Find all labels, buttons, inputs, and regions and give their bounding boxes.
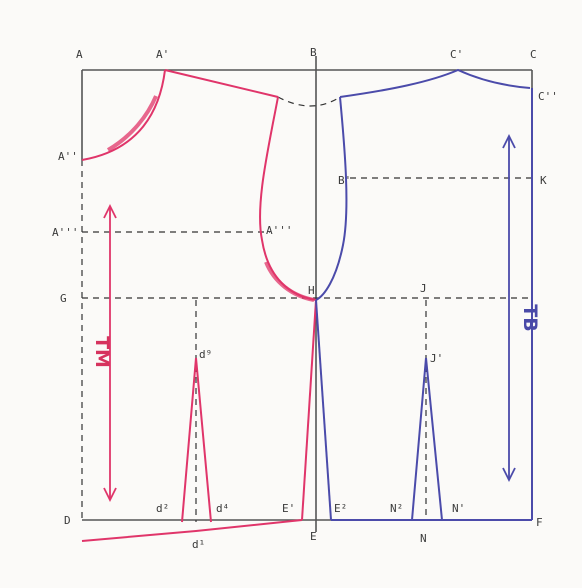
front-side-seam — [301, 299, 317, 521]
label-f: F — [536, 516, 543, 529]
label-d4: d⁴ — [216, 502, 229, 515]
front-shoulder — [164, 69, 279, 98]
point-labels: A A' B C' C C'' A'' B' K A''' A''' G H J… — [52, 46, 558, 551]
front-shading — [106, 95, 315, 302]
label-e1: E' — [282, 502, 295, 515]
front-armhole-shading — [264, 261, 315, 302]
label-n1: N' — [452, 502, 465, 515]
label-c1: C' — [450, 48, 463, 61]
label-a3: A''' — [52, 226, 79, 239]
label-n2: N² — [390, 502, 403, 515]
label-j1: J' — [430, 352, 443, 365]
back-piece — [315, 68, 533, 521]
label-a1: A' — [156, 48, 169, 61]
label-d: D — [64, 514, 71, 527]
label-c2: C'' — [538, 90, 558, 103]
label-a4: A''' — [266, 224, 293, 237]
label-d1: d¹ — [192, 538, 205, 551]
label-d9: d⁹ — [199, 348, 212, 361]
label-n: N — [420, 532, 427, 545]
front-neck-shading — [106, 95, 158, 152]
label-e2: E² — [334, 502, 347, 515]
label-g: G — [60, 292, 67, 305]
front-hem — [81, 519, 303, 542]
frame-lines — [81, 56, 533, 532]
tm-arrow-head-bottom — [103, 487, 117, 503]
label-tb: TB — [519, 304, 541, 331]
label-a: A — [76, 48, 83, 61]
label-j: J — [420, 282, 427, 295]
tb-arrow — [502, 133, 516, 483]
tm-arrow-head-top — [103, 203, 117, 219]
tb-arrow-head-top — [502, 133, 516, 149]
tb-arrow-head-bottom — [502, 467, 516, 483]
label-c: C — [530, 48, 537, 61]
back-shoulder — [339, 68, 531, 98]
dashed-guides — [81, 96, 532, 522]
front-piece — [81, 69, 317, 542]
front-neck-curve — [81, 69, 166, 161]
back-dart — [411, 357, 443, 521]
label-k: K — [540, 174, 547, 187]
tm-arrow — [103, 203, 117, 503]
back-armhole — [315, 96, 348, 301]
back-side-seam — [315, 299, 332, 521]
front-dart — [181, 357, 212, 523]
label-h: H — [308, 284, 315, 297]
label-b1: B' — [338, 174, 351, 187]
neck-curve-guide — [277, 96, 341, 107]
label-tm: TM — [91, 336, 113, 368]
label-a2: A'' — [58, 150, 78, 163]
label-b: B — [310, 46, 317, 59]
label-d2: d² — [156, 502, 169, 515]
label-e: E — [310, 530, 317, 543]
